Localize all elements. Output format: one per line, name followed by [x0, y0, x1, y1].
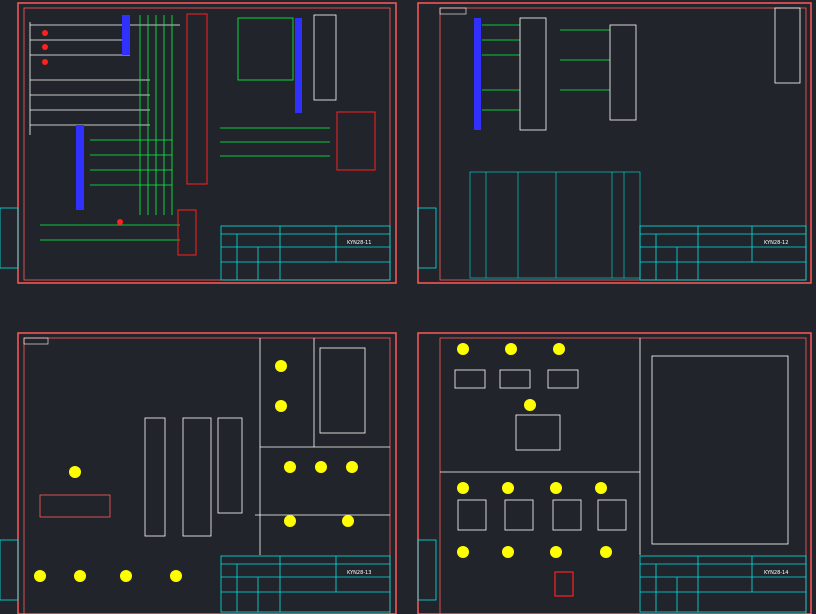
sheet-2-list-a [519, 17, 547, 131]
sheet-3-terminal-list-c [217, 417, 243, 514]
sheet-1-terminal-strip-b [295, 18, 302, 113]
sheet-2-outer-border [417, 2, 812, 284]
sheet-3-top-tab [23, 337, 49, 345]
sheet-1-red-coils [42, 30, 123, 225]
sheet-1-component-list [313, 14, 337, 101]
sheet-4-drawing-no: KYN28-14 [764, 570, 788, 576]
sheet-3-title-block [220, 555, 391, 613]
sheet-3-wiring-table [319, 347, 366, 434]
sheet-2-drawing-no: KYN28-12 [764, 240, 788, 246]
sheet-4-terminal-table [651, 355, 789, 545]
sheet-4-breaker-symbols [454, 369, 627, 531]
sheet-1-relay-box [186, 13, 208, 185]
sheet-4-inner-border [439, 337, 807, 614]
sheet-2-top-tab [439, 7, 467, 15]
sheet-3-side-tab [0, 539, 19, 601]
sheet-1-side-tab [0, 207, 19, 269]
sheet-2-list-b [609, 24, 637, 121]
sheet-1[interactable]: KYN28-11 [0, 2, 397, 284]
sheet-3-inner-border [23, 337, 391, 614]
sheet-3-drawing-no: KYN28-13 [347, 570, 371, 576]
sheet-1-control-circuit [29, 22, 180, 135]
sheet-2-side-tab [417, 207, 437, 269]
sheet-1-green-wires [40, 15, 180, 241]
sheet-2-inner-border [439, 7, 807, 281]
sheet-3-terminal-list-b [182, 417, 212, 537]
sheet-3-device-box [39, 494, 111, 518]
sheet-4[interactable]: KYN28-14 [417, 332, 812, 614]
sheet-1-right-circuit [220, 17, 330, 157]
sheet-4-outer-border [417, 332, 812, 614]
sheet-1-inner-border [23, 7, 391, 281]
sheet-4-ground-symbols [457, 343, 612, 558]
sheet-4-side-tab [417, 539, 437, 601]
sheet-3[interactable]: KYN28-13 [0, 332, 397, 614]
sheet-2-symbol-box [774, 7, 801, 84]
sheet-3-ground-symbols [34, 360, 358, 582]
sheet-2-title-block [639, 225, 807, 281]
sheet-2-terminal-strip [474, 18, 481, 130]
sheet-3-outer-border [17, 332, 397, 614]
sheet-1-red-legend [336, 111, 376, 171]
sheet-2-green-wires [482, 24, 610, 111]
sheet-3-terminal-list-a [144, 417, 166, 537]
sheet-4-title-block [639, 555, 807, 613]
sheet-1-outer-border [17, 2, 397, 284]
sheet-1-terminal-strip-a [76, 15, 130, 210]
sheet-2[interactable]: KYN28-12 [417, 2, 812, 284]
sheet-1-title-block [220, 225, 391, 281]
sheet-4-highlight-box [554, 571, 574, 597]
sheet-1-bottom-relay [177, 209, 197, 256]
sheet-1-drawing-no: KYN28-11 [347, 240, 371, 246]
sheet-2-parts-table [469, 171, 641, 279]
